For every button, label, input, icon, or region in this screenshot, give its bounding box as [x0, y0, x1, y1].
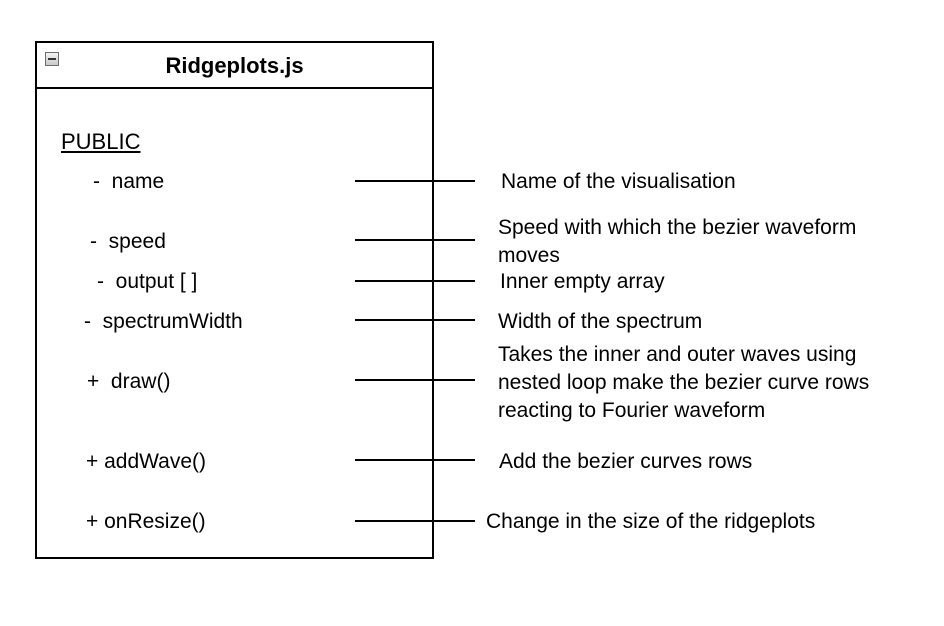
collapse-icon[interactable] — [45, 52, 59, 66]
desc-speed: Speed with which the bezier waveform mov… — [498, 216, 857, 267]
member-output: - output [ ] — [97, 270, 198, 293]
class-title: Ridgeplots.js — [165, 53, 304, 78]
member-add-wave: + addWave() — [86, 450, 207, 473]
connector-line-name — [355, 180, 475, 182]
class-box: Ridgeplots.js — [35, 41, 434, 559]
desc-output: Inner empty array — [500, 270, 665, 293]
member-speed: - speed — [90, 230, 166, 253]
connector-line-output — [355, 280, 475, 282]
connector-line-draw — [355, 379, 475, 381]
desc-on-resize: Change in the size of the ridgeplots — [486, 510, 816, 533]
desc-add-wave: Add the bezier curves rows — [499, 450, 753, 473]
desc-name: Name of the visualisation — [501, 170, 736, 193]
connector-line-speed — [355, 239, 475, 241]
member-spectrum-width: - spectrumWidth — [84, 310, 243, 333]
section-label-public: PUBLIC — [61, 129, 141, 154]
desc-draw: Takes the inner and outer waves using ne… — [498, 343, 870, 422]
member-name: - name — [93, 170, 165, 193]
desc-spectrum-width: Width of the spectrum — [498, 310, 703, 333]
member-draw: + draw() — [87, 370, 171, 393]
class-header: Ridgeplots.js — [37, 43, 432, 89]
connector-line-add-wave — [355, 459, 475, 461]
connector-line-spectrum-width — [355, 319, 475, 321]
connector-line-on-resize — [355, 520, 475, 522]
member-on-resize: + onResize() — [86, 510, 206, 533]
